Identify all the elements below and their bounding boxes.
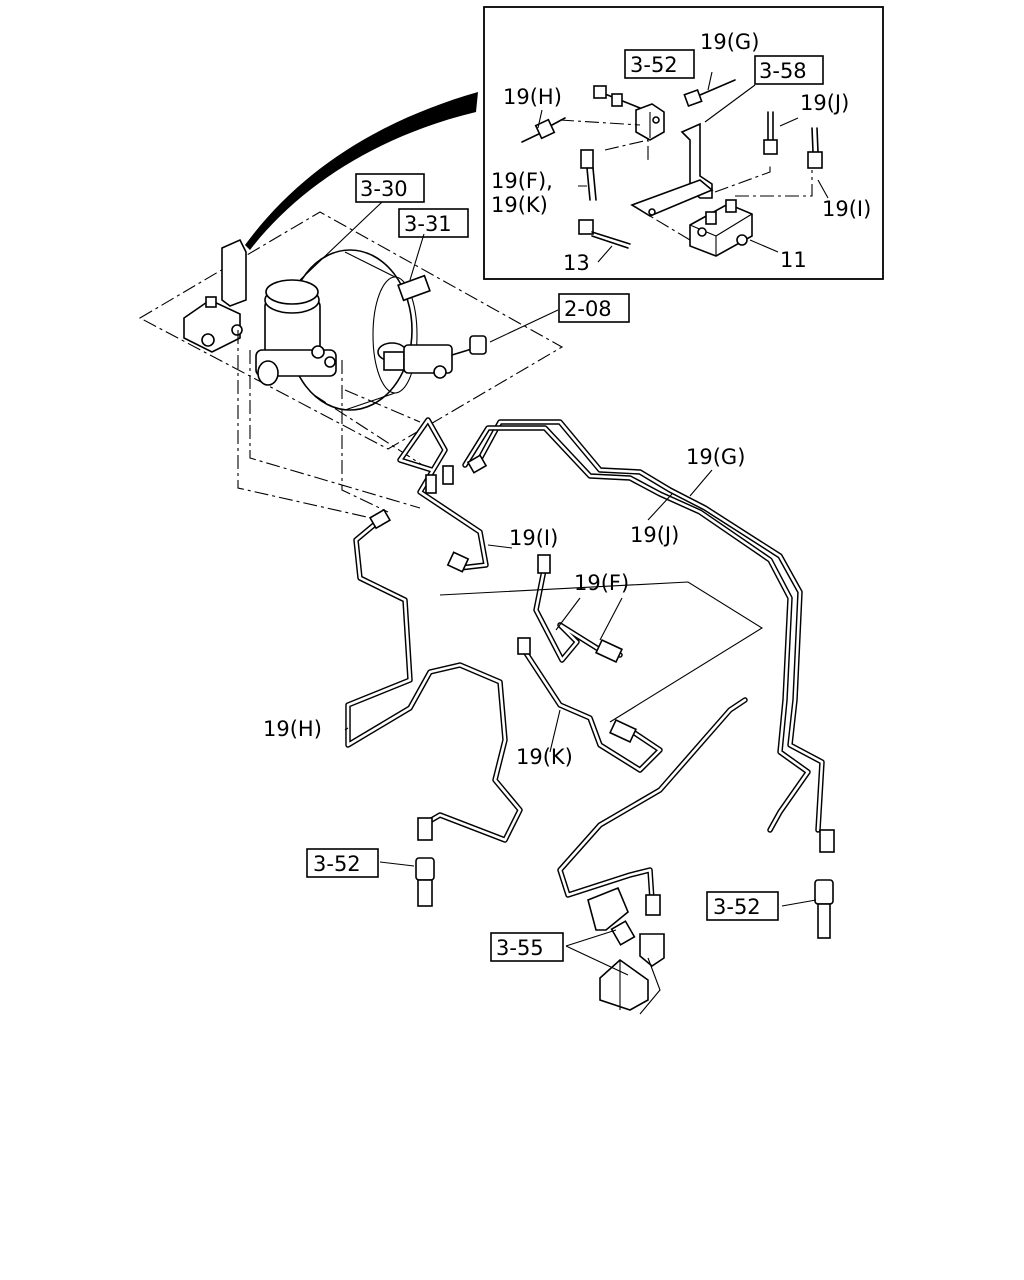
front-left-hose: [415, 857, 435, 907]
clutch-master-cylinder: [377, 335, 487, 379]
ref-box-3-52-left: [306, 848, 379, 878]
ref-box-3-52-top: [624, 49, 695, 79]
inset-detail: 3-52 3-58 19(G) 19(H) 19(J) 19(F), 19(K)…: [245, 6, 884, 280]
ref-3-52-left: 3-52: [313, 852, 361, 876]
ref-3-30: 3-30: [360, 177, 408, 201]
ref-box-3-55: [490, 932, 564, 962]
main-proportioning-valve: [183, 238, 247, 353]
booster-assembly: 3-30 3-31 2-08: [138, 173, 630, 521]
alignment-plane: [138, 211, 564, 450]
inset-junction-block: [635, 103, 665, 141]
inset-leaders: [537, 71, 829, 263]
main-label-19h: 19(H): [263, 717, 322, 741]
ref-box-3-58: [754, 55, 824, 85]
ref-box-3-52-right: [706, 891, 779, 921]
main-leaders: [344, 469, 817, 976]
main-label-19g: 19(G): [686, 445, 745, 469]
ref-3-52-right: 3-52: [713, 895, 761, 919]
brake-pipes: [345, 417, 825, 903]
ref-box-3-31: [398, 208, 469, 238]
inset-label-19j: 19(J): [800, 91, 849, 115]
main-label-19k: 19(K): [516, 745, 573, 769]
inset-label-19i: 19(I): [822, 197, 871, 221]
booster-bracket: [397, 274, 431, 302]
inset-fitting-19j: [763, 111, 778, 155]
ref-2-08: 2-08: [564, 297, 612, 321]
inset-callout-arrow: [245, 92, 478, 250]
ref-box-3-30: [355, 173, 425, 203]
ref-3-55: 3-55: [496, 936, 544, 960]
inset-valve-11: [689, 199, 753, 257]
inset-fitting-19h: [521, 117, 566, 143]
inset-guide-lines: [559, 119, 813, 241]
rear-hose: [814, 879, 834, 939]
inset-bolt-13: [578, 219, 631, 249]
inset-label-19k: 19(K): [491, 193, 548, 217]
inset-label-13: 13: [563, 251, 590, 275]
inset-bolt-top: [593, 85, 641, 109]
pipe-rear-to-bracket: [557, 697, 748, 903]
inset-fitting-19g: [683, 79, 736, 108]
inset-label-19h: 19(H): [503, 85, 562, 109]
booster-leaders: [299, 201, 559, 343]
ref-3-31: 3-31: [404, 212, 452, 236]
master-cylinder: [255, 279, 337, 386]
inset-fitting-19i: [807, 127, 823, 169]
inset-fitting-19f: [580, 149, 597, 201]
inset-label-11: 11: [780, 248, 807, 272]
main-label-19f: 19(F): [574, 571, 629, 595]
inset-label-19g: 19(G): [700, 30, 759, 54]
pipe-fittings: [368, 454, 835, 853]
main-label-19j: 19(J): [630, 523, 679, 547]
ref-3-52-top: 3-52: [630, 53, 678, 77]
booster-guide-lines: [237, 330, 431, 521]
main-label-19i: 19(I): [509, 526, 558, 550]
inset-label-19f: 19(F),: [491, 169, 553, 193]
rear-bracket: [587, 886, 665, 1015]
inset-frame: [483, 6, 884, 280]
inset-bracket: [630, 122, 714, 217]
ref-box-2-08: [558, 293, 630, 323]
ref-3-58: 3-58: [759, 59, 807, 83]
